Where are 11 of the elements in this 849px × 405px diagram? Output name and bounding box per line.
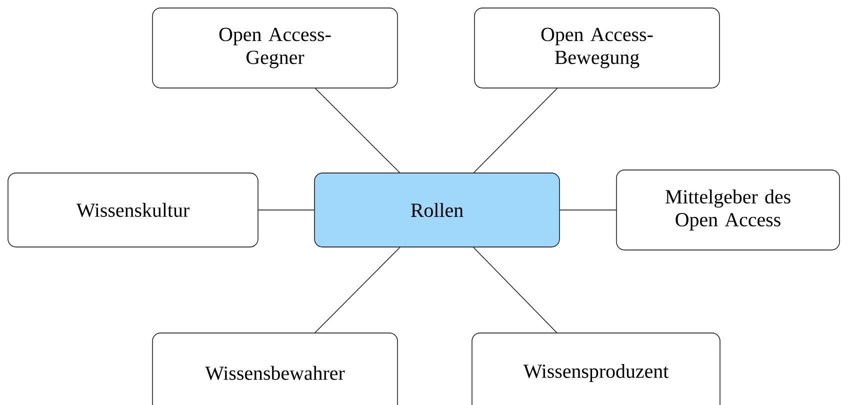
connector-line xyxy=(473,247,558,333)
connector-line xyxy=(314,247,400,333)
central-box: Rollen xyxy=(314,172,560,248)
role-box: Open Access-Bewegung xyxy=(474,8,720,88)
role-box: Mittelgeber des Open Access xyxy=(616,170,840,250)
connector-line xyxy=(474,88,558,173)
role-box: Wissensproduzent xyxy=(472,332,720,405)
role-box: Wissenskultur xyxy=(8,172,258,248)
role-box: Wissensbewahrer xyxy=(152,332,398,405)
connector-line xyxy=(315,88,400,173)
role-box: Open Access-Gegner xyxy=(152,8,398,88)
